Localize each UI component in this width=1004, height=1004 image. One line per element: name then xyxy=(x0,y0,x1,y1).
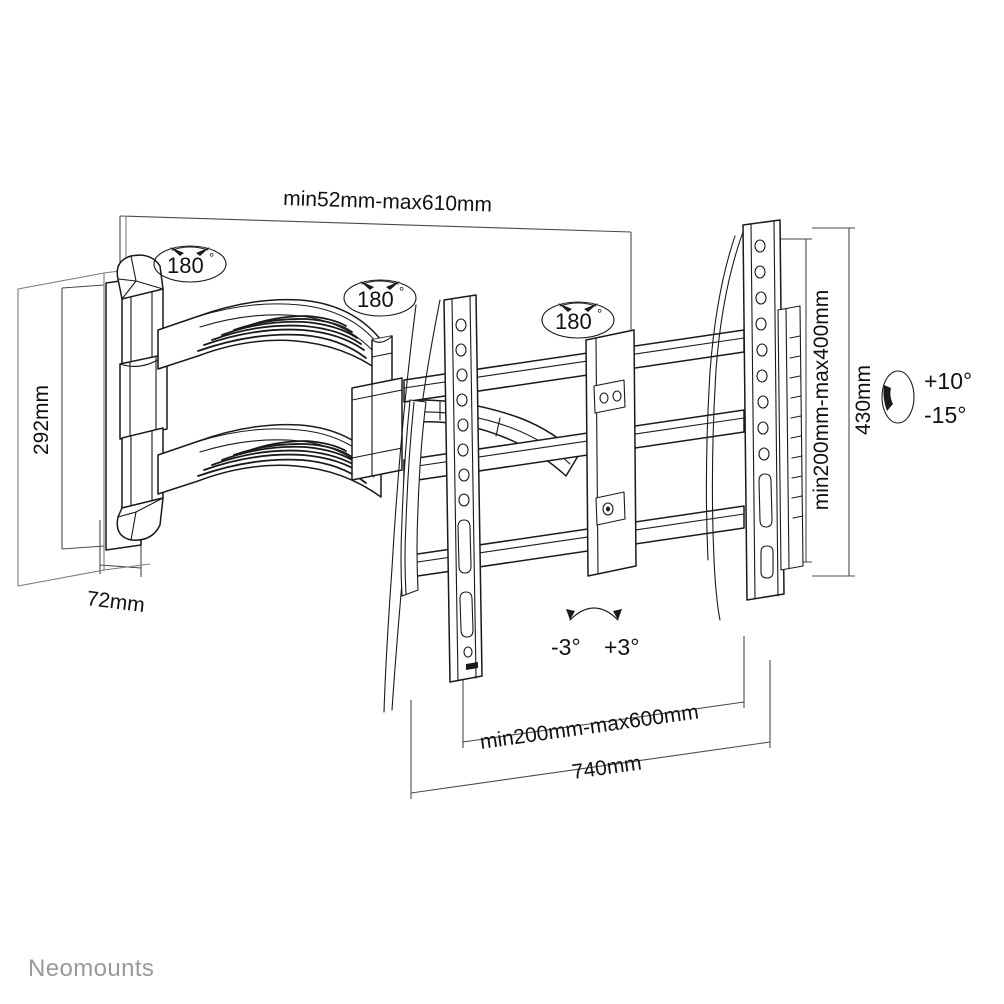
swivel-badge-mid: 180 ° xyxy=(343,279,417,317)
tilt-indicator: +10° -15° xyxy=(881,368,972,428)
vesa-rail-right-holes xyxy=(754,239,770,461)
extension-dim-label: min52mm-max610mm xyxy=(283,187,492,217)
dim-line-depth xyxy=(99,564,142,569)
roll-arrow-right xyxy=(613,609,622,620)
panel-bracket-curve xyxy=(400,399,427,597)
vesa-height-dim-label: min200mm-max400mm xyxy=(810,290,833,511)
vesa-slot-left-1 xyxy=(457,519,472,574)
wall-plate-assembly xyxy=(105,254,168,551)
hinge-barrel-upper xyxy=(121,288,164,366)
roll-arc xyxy=(569,607,619,621)
mid-joint-block xyxy=(351,377,403,481)
hanger-strip-teeth xyxy=(789,335,804,519)
fastener-lower xyxy=(595,491,626,526)
badge-3-degree: ° xyxy=(597,306,602,321)
vesa-width-dim-label: min200mm-max600mm xyxy=(478,700,700,753)
dim-line-plate-width xyxy=(410,741,771,794)
vesa-slot-left-2 xyxy=(459,591,474,638)
depth-dim-label: 72mm xyxy=(85,587,146,617)
dim-line-vesa-width xyxy=(462,701,745,743)
plate-height-dim-label: 430mm xyxy=(852,365,875,435)
vesa-rail-left-holes xyxy=(455,318,470,507)
badge-ellipse-2 xyxy=(343,279,417,317)
roll-arrow-left xyxy=(566,609,575,620)
vesa-slot-right-1 xyxy=(758,473,773,528)
roll-indicator: -3° +3° xyxy=(551,607,639,660)
mid-joint-body xyxy=(351,377,403,481)
dim-line-extension xyxy=(119,215,632,233)
roll-left-label: -3° xyxy=(551,634,581,660)
right-mount-block xyxy=(585,329,637,577)
badge-ellipse-3 xyxy=(541,301,615,339)
ext-line-height-top xyxy=(61,284,105,289)
vesa-rail-right xyxy=(705,219,804,621)
tilt-crescent xyxy=(883,385,893,411)
vesa-rail-left-body xyxy=(443,294,483,683)
swivel-badge-left: 180 ° xyxy=(153,245,227,283)
lower-arm xyxy=(157,423,382,498)
brand-logo: Neomounts xyxy=(28,955,155,982)
vesa-rail-right-body xyxy=(742,219,785,601)
vesa-rail-left xyxy=(443,294,483,683)
badge-2-value: 180 xyxy=(357,287,394,312)
plate-width-dim-label: 740mm xyxy=(570,751,643,784)
badge-2-degree: ° xyxy=(399,284,404,299)
vesa-slot-right-2 xyxy=(760,545,774,579)
height-dim-label: 292mm xyxy=(30,385,53,455)
tilt-down-label: -15° xyxy=(924,402,966,428)
badge-ellipse-1 xyxy=(153,245,227,283)
panel-edge xyxy=(383,299,441,713)
tilt-up-label: +10° xyxy=(924,368,972,394)
right-block-body xyxy=(585,329,637,577)
hinge-barrel-lower xyxy=(121,427,164,509)
fastener-upper xyxy=(593,379,626,414)
ext-line-height-bottom xyxy=(61,545,105,550)
hinge-barrel-middle xyxy=(119,353,168,440)
tilt-ellipse-icon xyxy=(881,370,915,424)
badge-1-value: 180 xyxy=(167,253,204,278)
swivel-badge-right: 180 ° xyxy=(541,301,615,339)
hinge-cap-top xyxy=(116,254,164,301)
roll-right-label: +3° xyxy=(604,634,639,660)
badge-3-value: 180 xyxy=(555,309,592,334)
badge-1-degree: ° xyxy=(209,250,214,265)
